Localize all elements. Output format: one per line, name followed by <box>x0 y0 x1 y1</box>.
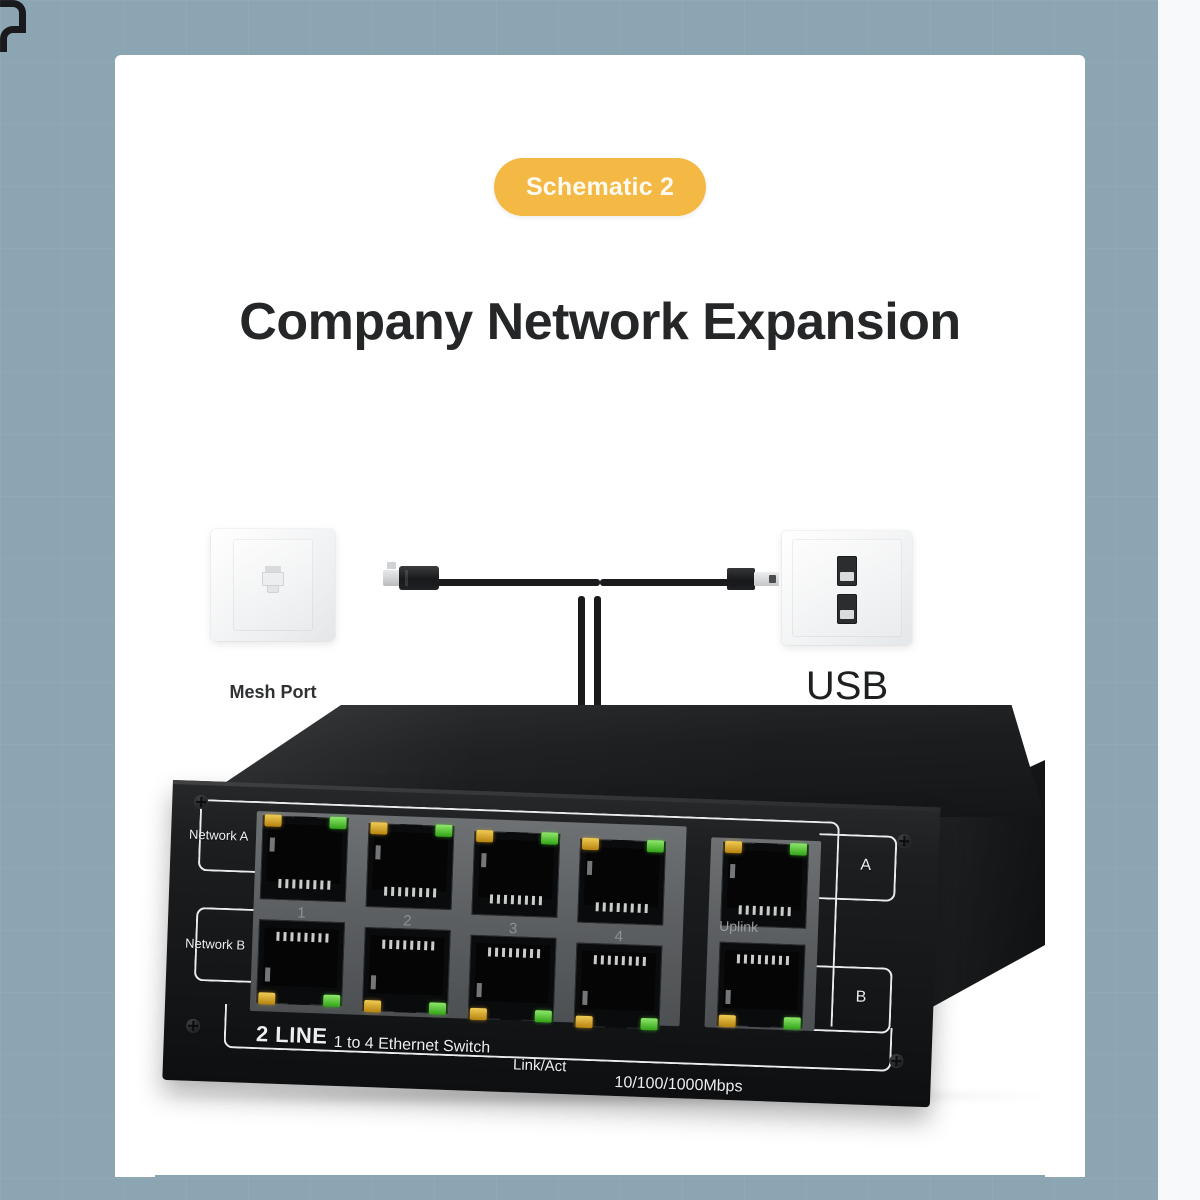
page-title: Company Network Expansion <box>239 293 961 351</box>
port-a3-led-amber <box>475 829 494 843</box>
label-network-a: Network A <box>188 826 249 844</box>
ethernet-cable-horizontal <box>432 579 600 586</box>
port-a4-jack[interactable] <box>577 837 667 926</box>
port-b3-jack[interactable] <box>467 934 557 1023</box>
usb-plug-icon <box>727 568 779 590</box>
mesh-port-caption: Mesh Port <box>229 682 317 702</box>
ethernet-switch-device: 1 2 3 4 <box>162 705 1045 1108</box>
port-a3-led-green <box>540 832 559 845</box>
uplink-b-led-green <box>783 1017 801 1030</box>
label-network-b: Network B <box>184 935 246 953</box>
ethernet-cable-elbow <box>0 0 26 26</box>
usb-cable-horizontal <box>600 579 737 586</box>
port-b3-led-green <box>534 1010 552 1023</box>
card-corner-notch-left <box>115 1155 155 1177</box>
port-a1-led-green <box>329 816 347 830</box>
port-number-2: 2 <box>402 912 412 930</box>
device-front-panel: 1 2 3 4 <box>162 780 941 1108</box>
background-right-strip <box>1158 0 1200 1200</box>
usb-cable-elbow <box>0 26 26 52</box>
port-a4-led-green <box>646 839 665 853</box>
port-number-4: 4 <box>614 927 624 946</box>
main-port-faceplate: 1 2 3 4 <box>249 811 687 1031</box>
port-b1-led-green <box>322 994 341 1008</box>
port-a1-jack[interactable] <box>259 814 349 903</box>
port-number-3: 3 <box>508 920 518 938</box>
port-a2-jack[interactable] <box>365 822 455 911</box>
usb-port-slot-2-icon <box>837 594 857 624</box>
schematic-badge: Schematic 2 <box>494 158 706 216</box>
usb-wall-plate <box>782 531 912 645</box>
port-b3-led-amber <box>469 1007 488 1021</box>
port-b2-led-green <box>428 1002 447 1015</box>
port-b1-jack[interactable] <box>256 919 346 1008</box>
uplink-a-led-amber <box>724 840 743 854</box>
port-b4-led-amber <box>575 1015 593 1029</box>
ethernet-cable-vertical <box>578 596 585 746</box>
port-a2-led-green <box>435 824 453 838</box>
bracket-uplink-a <box>817 833 898 902</box>
port-b2-jack[interactable] <box>361 926 451 1015</box>
card-corner-notch-right <box>1045 1155 1085 1177</box>
mesh-plate-inner-face <box>233 539 313 631</box>
port-b4-led-green <box>640 1017 658 1031</box>
port-a1-led-amber <box>264 814 282 827</box>
schematic-badge-label: Schematic 2 <box>525 172 675 201</box>
usb-cable-vertical <box>594 596 601 744</box>
label-speed: 10/100/1000Mbps <box>614 1073 743 1096</box>
screw-top-right-icon <box>897 833 912 849</box>
port-b4-jack[interactable] <box>573 942 663 1031</box>
screw-bottom-left-icon <box>185 1018 201 1034</box>
port-a2-led-amber <box>370 822 388 835</box>
bracket-uplink-b <box>812 965 893 1034</box>
uplink-b-led-amber <box>718 1014 736 1028</box>
rj45-keystone-icon <box>262 566 284 596</box>
port-number-1: 1 <box>297 904 306 922</box>
label-link-act: Link/Act <box>512 1056 567 1076</box>
usb-caption: USB <box>805 664 889 708</box>
label-uplink-a: A <box>860 856 872 875</box>
label-2-line: 2 LINE <box>255 1021 328 1049</box>
port-a4-led-amber <box>581 837 600 851</box>
label-uplink: Uplink <box>718 917 759 936</box>
label-uplink-b: B <box>855 988 867 1006</box>
uplink-a-led-green <box>789 843 808 856</box>
rj45-plug-icon <box>383 562 439 590</box>
uplink-port-b-jack[interactable] <box>716 941 806 1030</box>
uplink-port-a-jack[interactable] <box>720 840 810 929</box>
mesh-port-wall-plate <box>211 529 335 641</box>
port-b1-led-amber <box>258 992 276 1005</box>
usb-port-slot-1-icon <box>837 556 857 586</box>
usb-plate-inner-face <box>792 539 902 637</box>
port-b2-led-amber <box>363 999 382 1013</box>
screw-bottom-right-icon <box>889 1053 904 1069</box>
uplink-port-faceplate <box>704 837 822 1032</box>
port-a3-jack[interactable] <box>471 829 561 918</box>
